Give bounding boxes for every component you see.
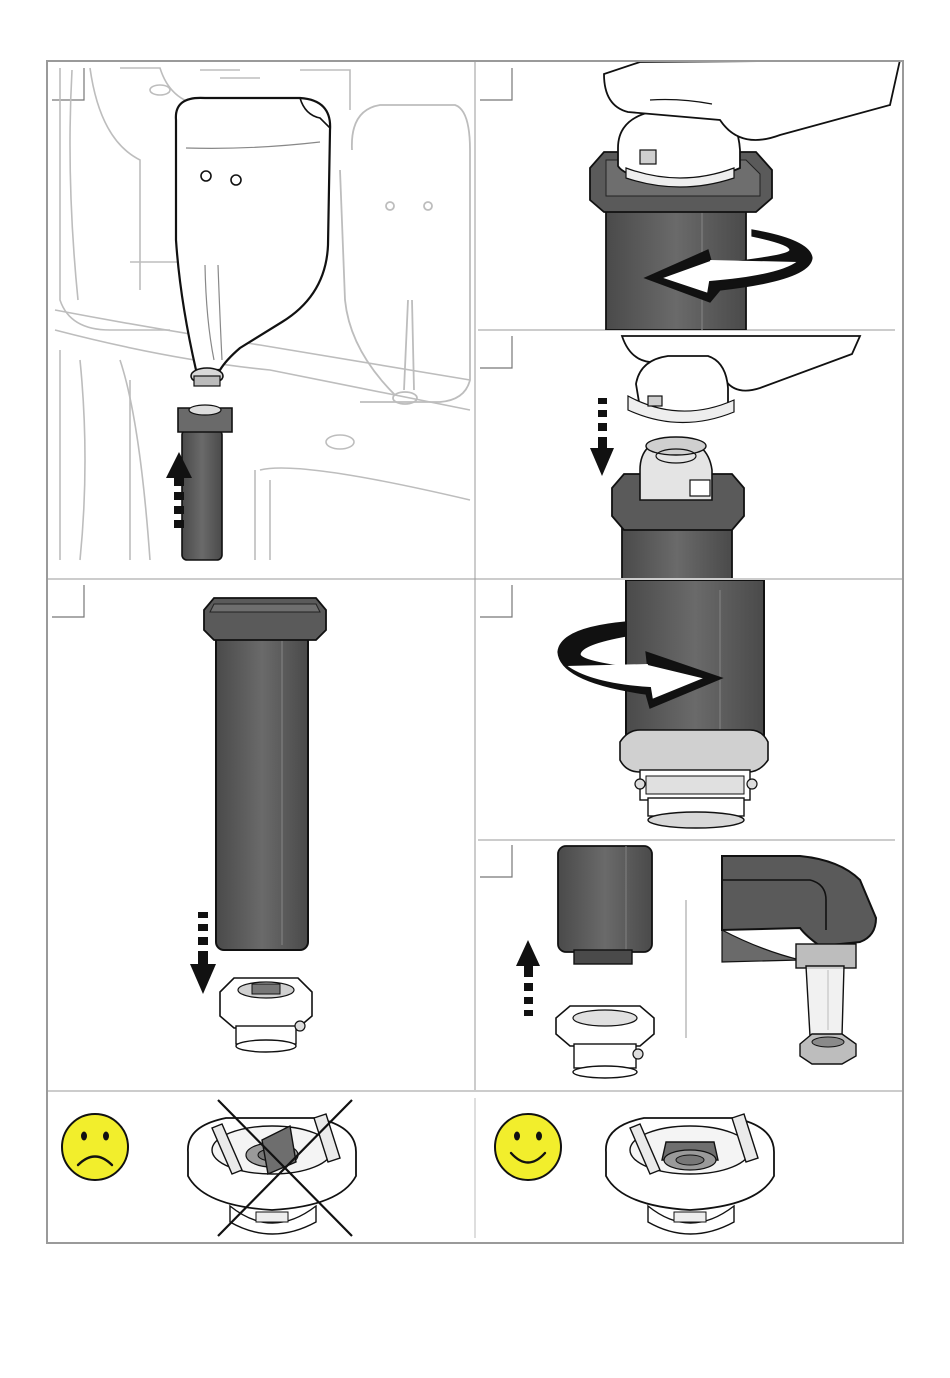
down-arrow-icon	[190, 912, 216, 994]
happy-face-icon	[495, 1114, 561, 1180]
adapter-cap	[628, 356, 734, 423]
step-marker	[480, 845, 512, 877]
down-arrow-icon	[590, 398, 614, 476]
step-marker	[52, 68, 84, 100]
filter-cartridge	[620, 580, 768, 828]
verdict-wrong-assembly	[62, 1100, 356, 1236]
panel-insert-new-filter	[52, 585, 326, 1052]
panel-unscrew-adapter	[480, 60, 900, 330]
step-marker	[480, 585, 512, 617]
sad-face-icon	[62, 1114, 128, 1180]
filter-with-adapter	[558, 846, 652, 964]
panel-remove-old-filter	[52, 68, 470, 560]
adapter-base	[220, 978, 312, 1052]
panel-screw-filter	[480, 580, 768, 828]
verdict-correct-assembly	[495, 1114, 774, 1234]
step-marker	[480, 68, 512, 100]
right-tank	[340, 105, 470, 404]
panel-insert-into-machine	[480, 845, 876, 1078]
machine-mount	[722, 856, 876, 1064]
step-marker	[52, 585, 84, 617]
adapter-base	[556, 1006, 654, 1078]
front-tank	[176, 98, 330, 386]
adapter-top-view-correct	[606, 1114, 774, 1234]
step-marker	[480, 336, 512, 368]
up-arrow-icon	[516, 940, 540, 1016]
filter-top	[612, 437, 744, 580]
panel-pull-adapter-off	[480, 336, 860, 580]
new-filter	[204, 598, 326, 950]
old-filter	[178, 405, 232, 560]
